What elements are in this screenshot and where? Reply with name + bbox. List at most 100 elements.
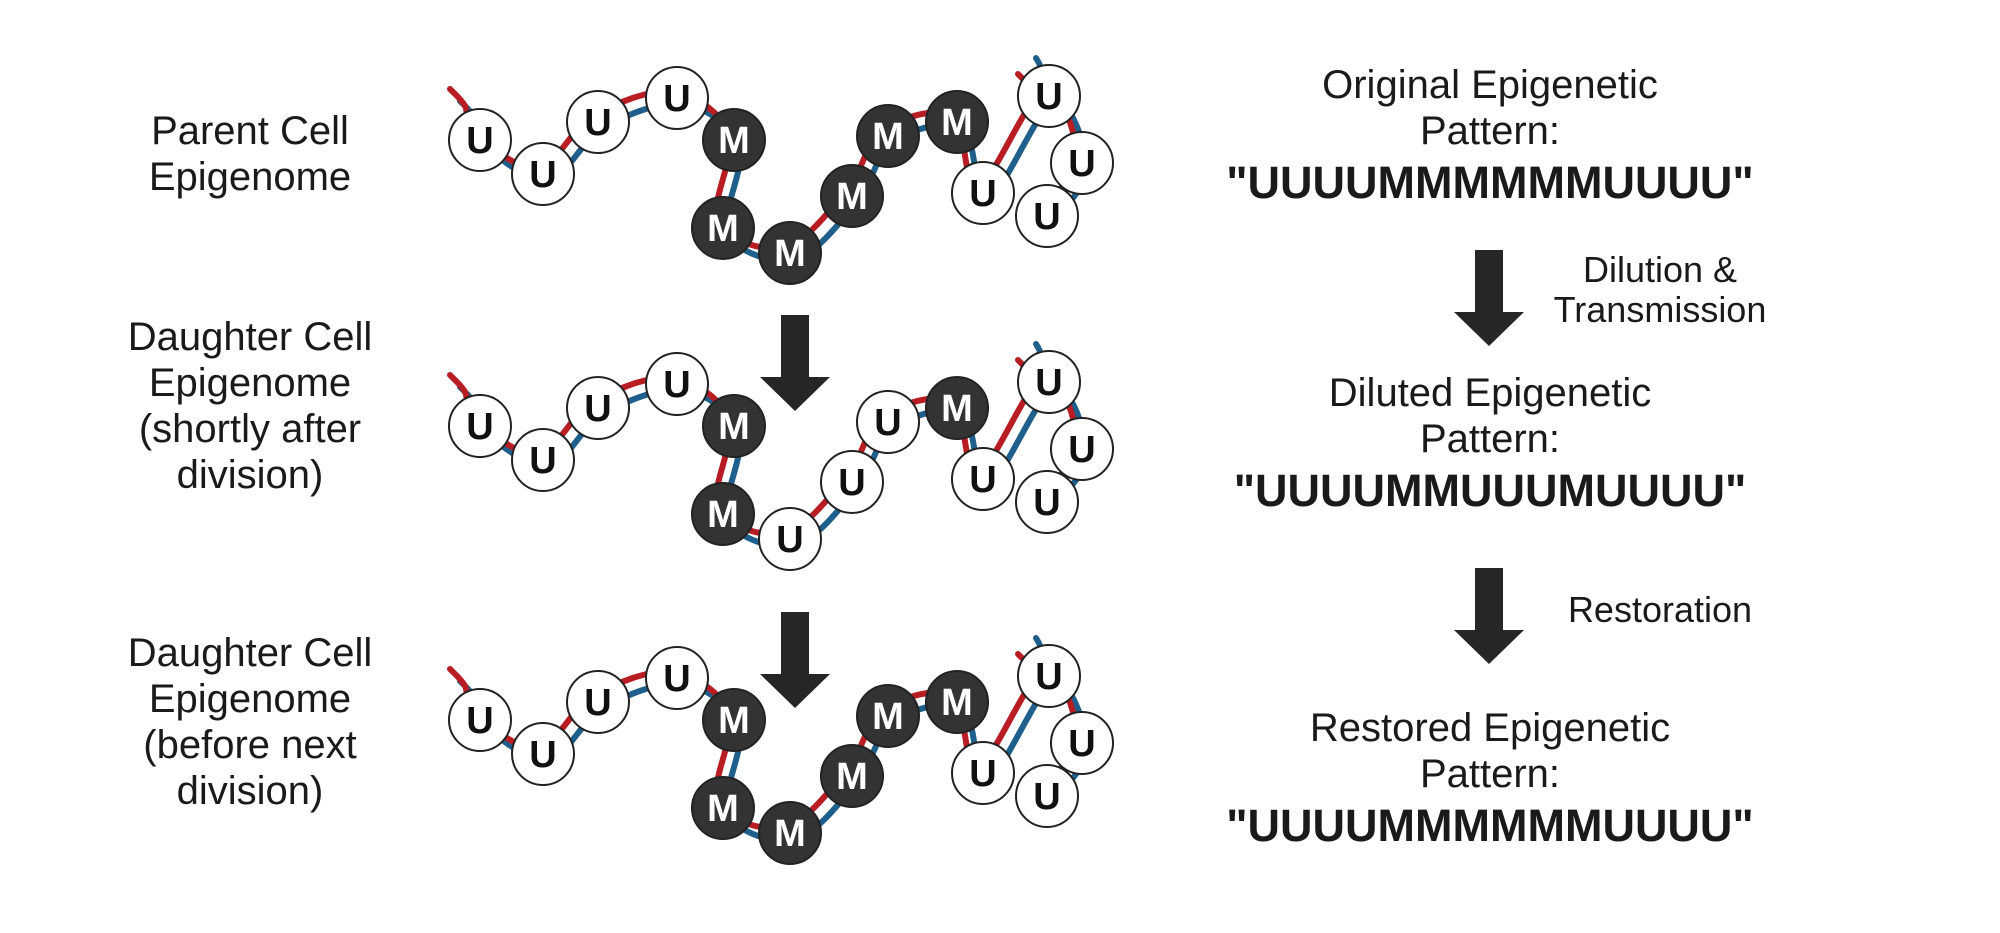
methylated-bead: M — [691, 196, 755, 260]
unmethylated-bead: U — [951, 741, 1015, 805]
down-arrow-icon — [760, 315, 830, 411]
unmethylated-bead: U — [448, 688, 512, 752]
bead-letter: U — [529, 734, 556, 776]
unmethylated-bead: U — [951, 447, 1015, 511]
step-line: Restoration — [1567, 589, 1753, 630]
unmethylated-bead: U — [448, 394, 512, 458]
bead-letter: U — [466, 700, 493, 742]
label-line: Parent Cell — [151, 109, 349, 153]
bead-letter: M — [872, 696, 904, 738]
bead-letter: M — [718, 406, 750, 448]
unmethylated-bead: U — [1015, 470, 1079, 534]
unmethylated-bead: U — [645, 352, 709, 416]
bead-letter: U — [1068, 429, 1095, 471]
bead-letter: U — [1035, 362, 1062, 404]
bead-letter: M — [707, 788, 739, 830]
unmethylated-bead: U — [1015, 764, 1079, 828]
bead-letter: U — [874, 402, 901, 444]
bead-letter: M — [872, 116, 904, 158]
unmethylated-bead: U — [1017, 350, 1081, 414]
unmethylated-bead: U — [511, 428, 575, 492]
bead-letter: M — [718, 700, 750, 742]
daughter-cell-before-next-label: Daughter Cell Epigenome (before next div… — [100, 630, 400, 814]
label-line: Daughter Cell — [127, 315, 373, 359]
unmethylated-bead: U — [856, 390, 920, 454]
bead-letter: M — [941, 102, 973, 144]
methylated-bead: M — [820, 744, 884, 808]
pattern-title-line: Pattern: — [1419, 417, 1561, 461]
methylated-bead: M — [925, 670, 989, 734]
pattern-title-line: Restored Epigenetic — [1309, 706, 1671, 750]
pattern-title-line: Pattern: — [1419, 752, 1561, 796]
methylated-bead: M — [758, 221, 822, 285]
restored-pattern-block: Restored Epigenetic Pattern: "UUUUMMMMMM… — [1190, 705, 1790, 853]
methylated-bead: M — [856, 684, 920, 748]
bead-letter: U — [584, 102, 611, 144]
bead-letter: U — [529, 440, 556, 482]
methylated-bead: M — [702, 394, 766, 458]
unmethylated-bead: U — [1050, 131, 1114, 195]
label-line: division) — [176, 453, 324, 497]
methylated-bead: M — [691, 482, 755, 546]
unmethylated-bead: U — [448, 108, 512, 172]
original-sequence: "UUUUMMMMMMUUUU" — [1226, 157, 1754, 208]
label-line: (before next — [143, 723, 357, 767]
unmethylated-bead: U — [758, 507, 822, 571]
down-arrow-icon — [1454, 250, 1524, 346]
bead-letter: M — [707, 208, 739, 250]
methylated-bead: M — [758, 801, 822, 865]
unmethylated-bead: U — [1015, 184, 1079, 248]
unmethylated-bead: U — [511, 722, 575, 786]
bead-letter: M — [707, 494, 739, 536]
label-line: division) — [176, 769, 324, 813]
down-arrow-icon — [760, 612, 830, 708]
original-pattern-block: Original Epigenetic Pattern: "UUUUMMMMMM… — [1190, 62, 1790, 210]
diluted-sequence: "UUUUMMUUUMUUUU" — [1233, 465, 1747, 516]
unmethylated-bead: U — [645, 646, 709, 710]
bead-letter: M — [718, 120, 750, 162]
methylated-bead: M — [925, 90, 989, 154]
bead-letter: U — [1035, 76, 1062, 118]
step-line: Dilution & — [1582, 249, 1738, 290]
label-line: Epigenome — [148, 155, 352, 199]
unmethylated-bead: U — [566, 90, 630, 154]
bead-letter: U — [584, 388, 611, 430]
unmethylated-bead: U — [511, 142, 575, 206]
bead-letter: M — [774, 813, 806, 855]
pattern-title-line: Pattern: — [1419, 109, 1561, 153]
bead-letter: U — [1033, 196, 1060, 238]
bead-letter: U — [1068, 723, 1095, 765]
unmethylated-bead: U — [1050, 711, 1114, 775]
label-line: Daughter Cell — [127, 631, 373, 675]
restored-sequence: "UUUUMMMMMMUUUU" — [1226, 800, 1754, 851]
restoration-label: Restoration — [1540, 590, 1780, 630]
bead-letter: U — [1033, 482, 1060, 524]
step-line: Transmission — [1553, 289, 1767, 330]
arrows — [760, 250, 1524, 708]
bead-letter: U — [776, 519, 803, 561]
methylated-bead: M — [691, 776, 755, 840]
methylated-bead: M — [856, 104, 920, 168]
bead-letter: U — [969, 173, 996, 215]
bead-letter: U — [529, 154, 556, 196]
methylated-bead: M — [702, 688, 766, 752]
label-line: Epigenome — [148, 677, 352, 721]
methylated-bead: M — [925, 376, 989, 440]
bead-letter: U — [969, 753, 996, 795]
unmethylated-bead: U — [566, 376, 630, 440]
unmethylated-bead: U — [1017, 64, 1081, 128]
daughter-cell-shortly-after-label: Daughter Cell Epigenome (shortly after d… — [100, 314, 400, 498]
bead-letter: U — [466, 120, 493, 162]
bead-letter: U — [1068, 143, 1095, 185]
methylated-bead: M — [702, 108, 766, 172]
bead-letter: U — [663, 658, 690, 700]
bead-letter: U — [663, 364, 690, 406]
unmethylated-bead: U — [645, 66, 709, 130]
bead-letter: M — [774, 233, 806, 275]
bead-letter: U — [969, 459, 996, 501]
bead-letter: M — [836, 756, 868, 798]
unmethylated-bead: U — [820, 450, 884, 514]
dilution-transmission-label: Dilution & Transmission — [1530, 250, 1790, 330]
